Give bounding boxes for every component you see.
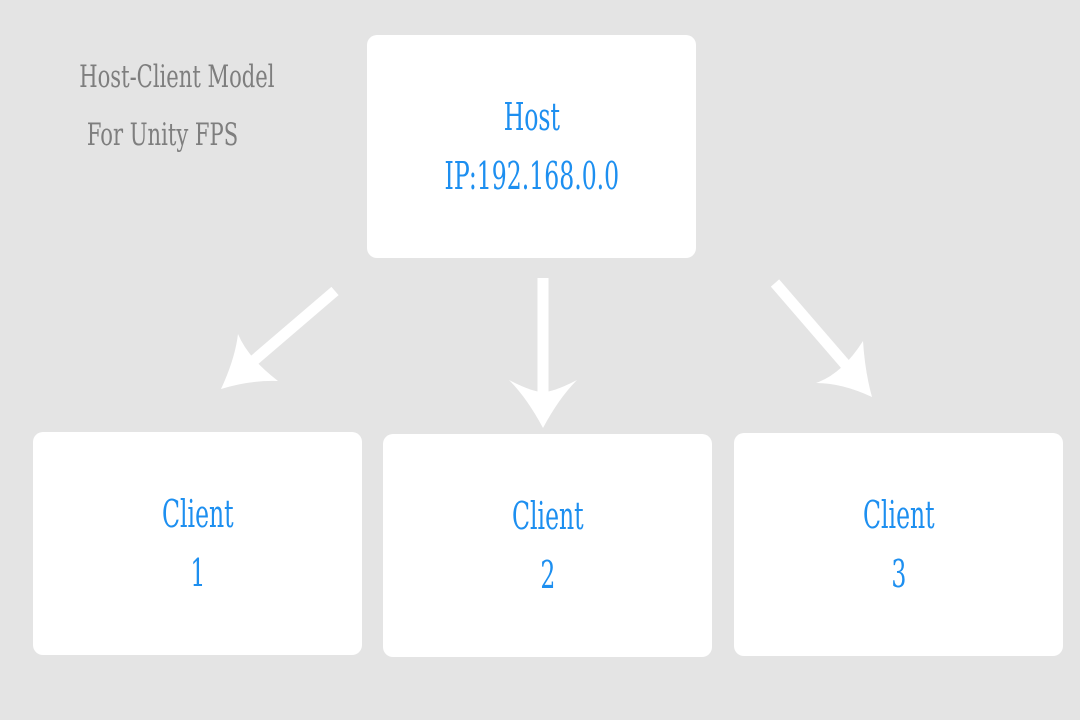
client-box-1: Client 1 (33, 432, 362, 655)
client-3-label: Client 3 (863, 486, 935, 604)
client-1-name: Client (161, 491, 234, 536)
client-2-label: Client 2 (512, 487, 584, 605)
client-3-number: 3 (891, 551, 906, 596)
host-name: Host (503, 94, 560, 139)
diagram-title-line-2: For Unity FPS (86, 117, 239, 153)
client-box-3: Client 3 (734, 433, 1063, 656)
client-2-name: Client (511, 493, 584, 538)
client-1-number: 1 (190, 550, 205, 595)
client-1-label: Client 1 (162, 485, 234, 603)
host-box: Host IP:192.168.0.0 (367, 35, 696, 258)
host-label: Host IP:192.168.0.0 (444, 88, 619, 206)
host-ip: IP:192.168.0.0 (444, 153, 619, 198)
client-3-name: Client (862, 492, 935, 537)
client-2-number: 2 (540, 552, 555, 597)
diagram-title: Host-Client Model For Unity FPS (79, 48, 275, 164)
arrow-to-client-3-icon (770, 279, 872, 397)
client-box-2: Client 2 (383, 434, 712, 657)
diagram-title-line-1: Host-Client Model (79, 59, 275, 95)
arrow-to-client-2-icon (509, 278, 577, 428)
arrow-to-client-1-icon (221, 286, 339, 389)
